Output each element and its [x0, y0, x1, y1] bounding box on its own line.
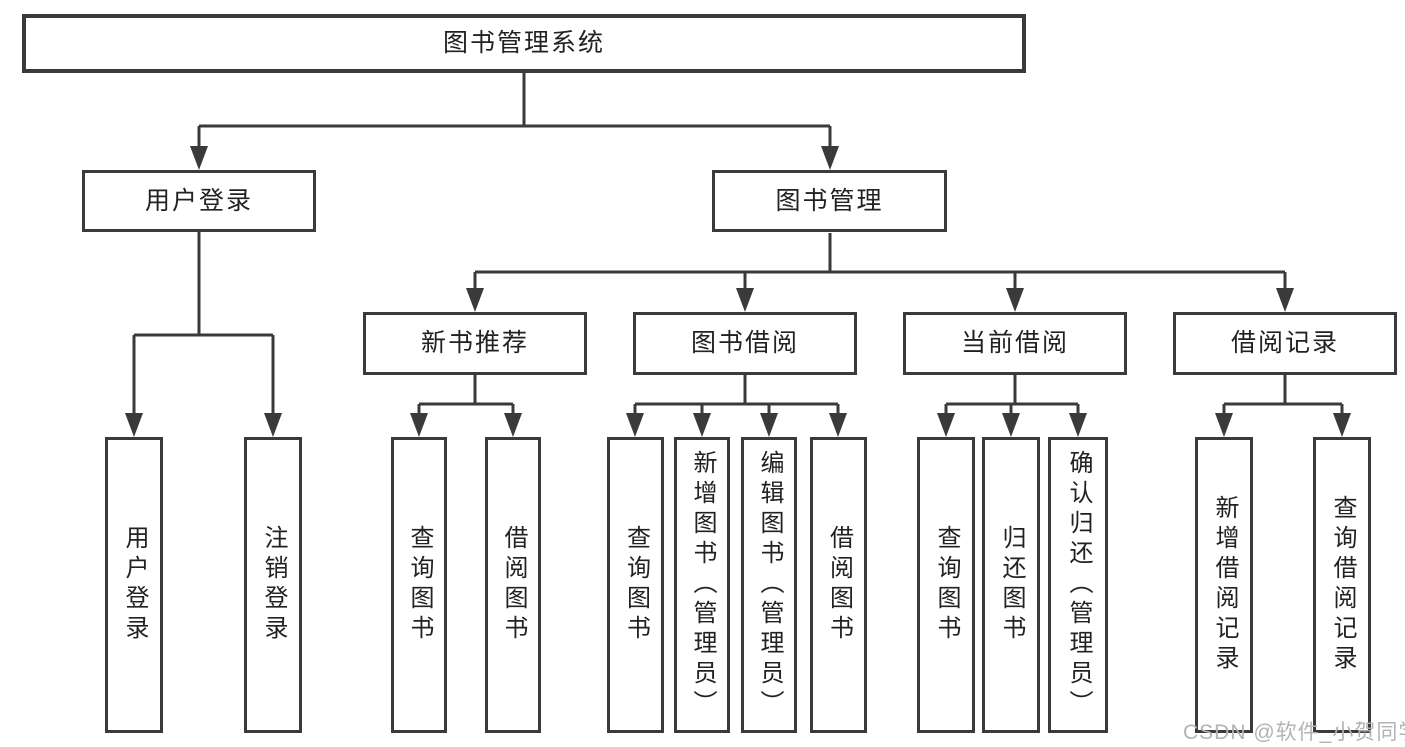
leaf-edit-books-admin: 编辑图书（管理员） — [741, 437, 797, 733]
csdn-watermark: CSDN @软件_小贺同学 — [1183, 721, 1405, 744]
leaf-confirm-return-admin: 确认归还（管理员） — [1048, 437, 1108, 733]
leaf-logout: 注销登录 — [244, 437, 302, 733]
leaf-user-login: 用户登录 — [105, 437, 163, 733]
node-book-borrowing: 图书借阅 — [633, 312, 857, 375]
node-new-book-recommend: 新书推荐 — [363, 312, 587, 375]
node-book-management: 图书管理 — [712, 170, 947, 232]
leaf-query-books: 查询图书 — [917, 437, 975, 733]
leaf-query-borrow-record: 查询借阅记录 — [1313, 437, 1371, 733]
leaf-query-books: 查询图书 — [391, 437, 447, 733]
leaf-query-books: 查询图书 — [607, 437, 664, 733]
leaf-add-borrow-record: 新增借阅记录 — [1195, 437, 1253, 733]
leaf-borrow-books: 借阅图书 — [485, 437, 541, 733]
leaf-return-books: 归还图书 — [982, 437, 1040, 733]
leaf-add-books-admin: 新增图书（管理员） — [674, 437, 730, 733]
node-borrow-records: 借阅记录 — [1173, 312, 1397, 375]
leaf-borrow-books: 借阅图书 — [810, 437, 867, 733]
node-root-system: 图书管理系统 — [22, 14, 1026, 73]
node-current-borrowing: 当前借阅 — [903, 312, 1127, 375]
node-user-login: 用户登录 — [82, 170, 316, 232]
